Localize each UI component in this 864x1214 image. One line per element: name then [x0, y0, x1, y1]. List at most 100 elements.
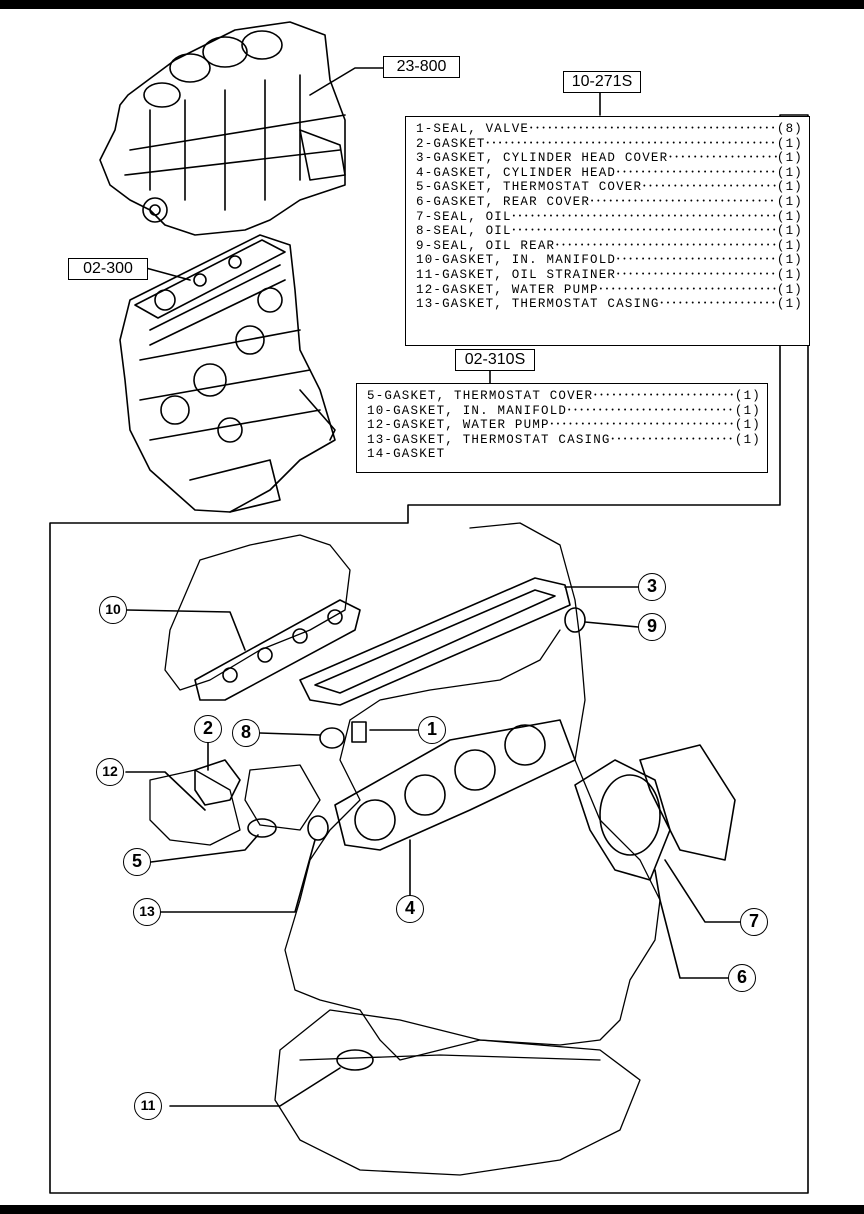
part-name: 11-GASKET, OIL STRAINER: [416, 267, 617, 282]
code-partial-kit: 02-310S: [464, 351, 526, 368]
parts-list-item: 10-GASKET, IN. MANIFOLD(1): [367, 404, 761, 419]
part-name: 5-GASKET, THERMOSTAT COVER: [416, 180, 643, 195]
leader-dots: [529, 122, 777, 137]
parts-list-item: 14-GASKET: [367, 447, 761, 462]
leader-dots: [555, 239, 777, 254]
part-quantity: (1): [776, 224, 803, 239]
part-quantity: (1): [734, 432, 761, 447]
part-name: 14-GASKET: [367, 447, 446, 462]
part-name: 1-SEAL, VALVE: [416, 122, 530, 136]
intake-manifold-gasket: [194, 599, 361, 701]
part-quantity: (1): [776, 209, 803, 224]
leader-dots: [668, 151, 777, 166]
parts-list-item: 5-GASKET, THERMOSTAT COVER(1): [367, 389, 761, 404]
parts-list-item: 7-SEAL, OIL (1): [416, 210, 803, 225]
part-name: 3-GASKET, CYLINDER HEAD COVER: [416, 151, 669, 166]
callout-2: 2: [194, 715, 222, 743]
code-full-kit: 10-271S: [571, 73, 633, 90]
parts-list-item: 13-GASKET, THERMOSTAT CASING (1): [416, 297, 803, 312]
part-quantity: (1): [734, 389, 761, 403]
rear-cover-gasket: [574, 759, 671, 881]
callout-8: 8: [232, 719, 260, 747]
engine-block-illustration: [99, 21, 346, 236]
part-quantity: (8): [776, 122, 803, 136]
parts-list-item: 8-SEAL, OIL (1): [416, 224, 803, 239]
part-name: 12-GASKET, WATER PUMP: [367, 418, 550, 433]
parts-list-item: 12-GASKET, WATER PUMP (1): [416, 283, 803, 298]
part-name: 13-GASKET, THERMOSTAT CASING: [367, 432, 611, 447]
part-quantity: (1): [776, 297, 803, 312]
callout-6: 6: [728, 964, 756, 992]
parts-list-item: 10-GASKET, IN. MANIFOLD(1): [416, 253, 803, 268]
leader-dots: [550, 418, 735, 433]
gasket-2: [194, 759, 241, 806]
part-name: 7-SEAL, OIL: [416, 209, 512, 224]
part-name: 9-SEAL, OIL REAR: [416, 238, 556, 253]
leader-7: [664, 859, 741, 923]
parts-list-item: 13-GASKET, THERMOSTAT CASING (1): [367, 433, 761, 448]
engine-assembly-illustration: [119, 234, 336, 513]
cylinder-head-gasket: [334, 719, 576, 851]
part-quantity: (1): [776, 238, 803, 253]
part-name: 6-GASKET, REAR COVER: [416, 194, 591, 209]
leader-dots: [486, 137, 777, 152]
part-quantity: (1): [776, 282, 803, 297]
callout-9: 9: [638, 613, 666, 641]
code-engine-block: 23-800: [396, 58, 447, 75]
parts-list-item: 6-GASKET, REAR COVER (1): [416, 195, 803, 210]
leader-6: [654, 869, 729, 979]
leader-dots: [616, 268, 777, 283]
kit-frame-outline: [49, 114, 809, 1194]
leader-23-800: [309, 67, 386, 96]
part-name: 10-GASKET, IN. MANIFOLD: [416, 253, 617, 268]
leader-dots: [512, 210, 777, 225]
code-box-full-kit: 10-271S: [563, 71, 641, 93]
parts-list-item: 9-SEAL, OIL REAR (1): [416, 239, 803, 254]
leader-11: [169, 1067, 341, 1107]
leader-dots: [599, 283, 777, 298]
part-name: 2-GASKET: [416, 136, 486, 151]
callout-7: 7: [740, 908, 768, 936]
callout-10: 10: [99, 596, 127, 624]
parts-list-item: 12-GASKET, WATER PUMP(1): [367, 418, 761, 433]
leader-dots: [567, 404, 735, 419]
leader-9: [584, 621, 639, 628]
top-rule: [0, 0, 864, 9]
parts-list-item: 3-GASKET, CYLINDER HEAD COVER (1): [416, 151, 803, 166]
leader-dots: [611, 433, 735, 448]
part-name: 12-GASKET, WATER PUMP: [416, 282, 599, 297]
parts-list-item: 4-GASKET, CYLINDER HEAD (1): [416, 166, 803, 181]
leader-13: [159, 839, 316, 913]
parts-list-item: 1-SEAL, VALVE (8): [416, 122, 803, 137]
code-box-engine-assembly: 02-300: [68, 258, 148, 280]
part-quantity: (1): [776, 165, 803, 180]
code-box-engine-block: 23-800: [383, 56, 460, 78]
oil-strainer-gasket: [336, 1049, 374, 1071]
leader-dots: [642, 180, 777, 195]
oil-seal-rear-cover: [599, 774, 661, 856]
callout-11: 11: [134, 1092, 162, 1120]
part-name: 13-GASKET, THERMOSTAT CASING: [416, 297, 660, 312]
thermostat-cover-gasket: [247, 818, 277, 838]
leader-dots: [593, 389, 735, 404]
leader-02-300: [145, 267, 191, 281]
code-engine-assembly: 02-300: [83, 260, 133, 277]
oil-seal-front: [319, 727, 345, 749]
part-name: 8-SEAL, OIL: [416, 224, 512, 239]
part-name: 10-GASKET, IN. MANIFOLD: [367, 403, 568, 418]
callout-5: 5: [123, 848, 151, 876]
bottom-rule: [0, 1205, 864, 1214]
callout-3: 3: [638, 573, 666, 601]
leader-dots: [616, 166, 777, 181]
leader-dots: [660, 297, 777, 312]
part-name: 4-GASKET, CYLINDER HEAD: [416, 165, 617, 180]
part-quantity: (1): [776, 194, 803, 209]
parts-list-item: 11-GASKET, OIL STRAINER(1): [416, 268, 803, 283]
parts-list-item: 5-GASKET, THERMOSTAT COVER(1): [416, 180, 803, 195]
partial-kit-parts-list: 5-GASKET, THERMOSTAT COVER(1)10-GASKET, …: [356, 383, 768, 473]
part-quantity: (1): [776, 151, 803, 166]
valve-seal: [351, 721, 367, 743]
part-quantity: (1): [776, 136, 803, 151]
thermostat-casing-gasket: [307, 815, 329, 841]
